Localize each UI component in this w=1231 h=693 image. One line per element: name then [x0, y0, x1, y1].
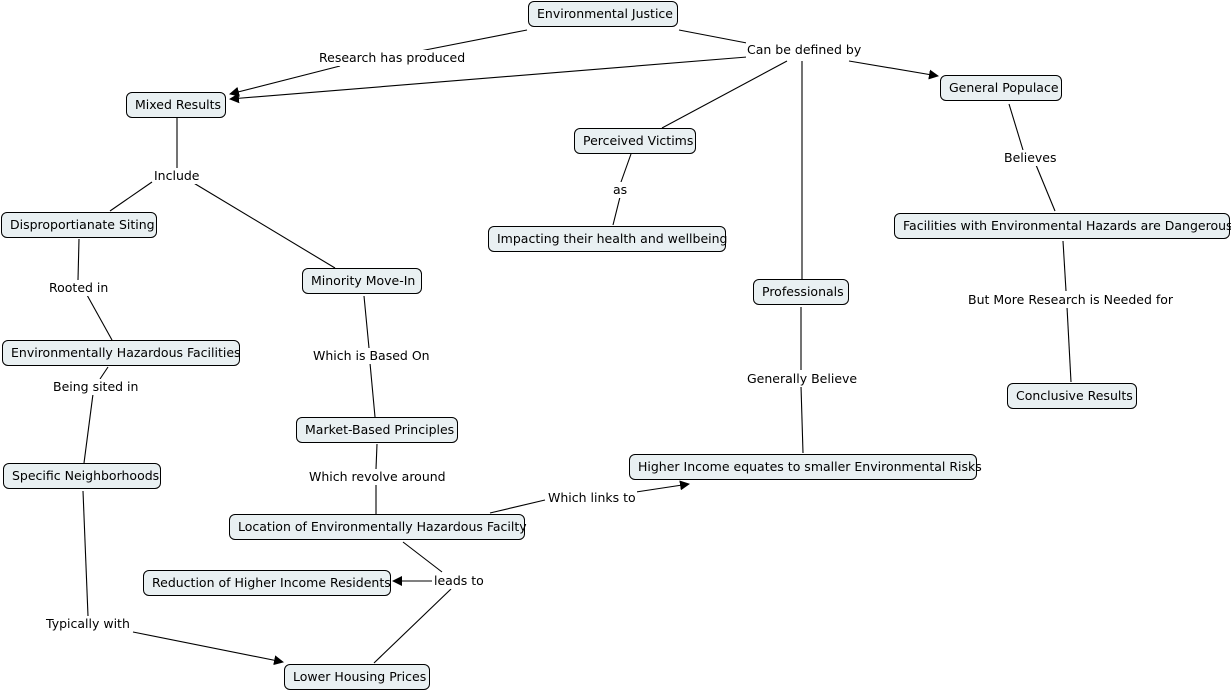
connector [109, 181, 153, 212]
concept-mixed-results[interactable]: Mixed Results [126, 92, 226, 118]
concept-professionals[interactable]: Professionals [753, 279, 849, 305]
connector [369, 362, 376, 418]
concept-general-populace[interactable]: General Populace [940, 75, 1062, 101]
concept-perceived-victims[interactable]: Perceived Victims [574, 128, 696, 154]
connector [800, 385, 804, 454]
concept-location-facility[interactable]: Location of Environmentally Hazardous Fa… [229, 514, 527, 540]
connector [635, 480, 690, 493]
connector [1062, 240, 1067, 292]
connector [83, 393, 94, 464]
link-include: Include [153, 168, 201, 184]
concept-market-based-principles[interactable]: Market-Based Principles [296, 417, 458, 443]
connector [77, 238, 80, 281]
connector [229, 65, 341, 97]
connector [363, 295, 370, 349]
link-leads-to: leads to [433, 573, 485, 589]
connector [229, 56, 748, 104]
connector [191, 181, 336, 269]
link-as: as [612, 182, 629, 198]
connector [86, 294, 113, 341]
connector [82, 490, 89, 617]
concept-disproportionate-siting[interactable]: Disproportianate Siting [1, 212, 157, 238]
link-being-sited-in: Being sited in [52, 379, 140, 395]
connector [99, 366, 109, 380]
connector [489, 499, 546, 514]
link-research-has-produced: Research has produced [318, 50, 467, 66]
connector [612, 196, 621, 226]
concept-specific-neighborhoods[interactable]: Specific Neighborhoods [3, 463, 161, 489]
connector [620, 153, 632, 183]
link-can-be-defined-by: Can be defined by [746, 42, 863, 58]
concept-facilities-dangerous[interactable]: Facilities with Environmental Hazards ar… [894, 213, 1231, 239]
concept-environmental-justice[interactable]: Environmental Justice [528, 1, 678, 27]
connector [678, 29, 753, 45]
concept-higher-income-risks[interactable]: Higher Income equates to smaller Environ… [629, 454, 982, 480]
connector [373, 588, 452, 664]
link-but-more-research: But More Research is Needed for [967, 292, 1175, 308]
link-which-revolve-around: Which revolve around [308, 469, 447, 485]
link-which-is-based-on: Which is Based On [312, 348, 431, 364]
concept-minority-move-in[interactable]: Minority Move-In [302, 268, 422, 294]
link-which-links-to: Which links to [547, 490, 637, 506]
link-generally-believe: Generally Believe [746, 371, 859, 387]
link-typically-with: Typically with [45, 616, 131, 632]
connector [1066, 306, 1072, 383]
link-believes: Believes [1003, 150, 1058, 166]
connector [848, 60, 939, 80]
connector [661, 60, 788, 129]
connector [402, 541, 443, 573]
connector [1008, 103, 1024, 151]
concept-lower-housing-prices[interactable]: Lower Housing Prices [284, 664, 430, 690]
connector [414, 29, 528, 53]
concept-impacting-health[interactable]: Impacting their health and wellbeing [488, 226, 727, 252]
connector [1035, 164, 1056, 212]
connector [132, 631, 284, 666]
concept-env-hazardous-facilities[interactable]: Environmentally Hazardous Facilities [2, 340, 241, 366]
connector [375, 443, 378, 470]
link-rooted-in: Rooted in [48, 280, 110, 296]
concept-conclusive-results[interactable]: Conclusive Results [1007, 383, 1137, 409]
concept-reduction-residents[interactable]: Reduction of Higher Income Residents [143, 570, 391, 596]
